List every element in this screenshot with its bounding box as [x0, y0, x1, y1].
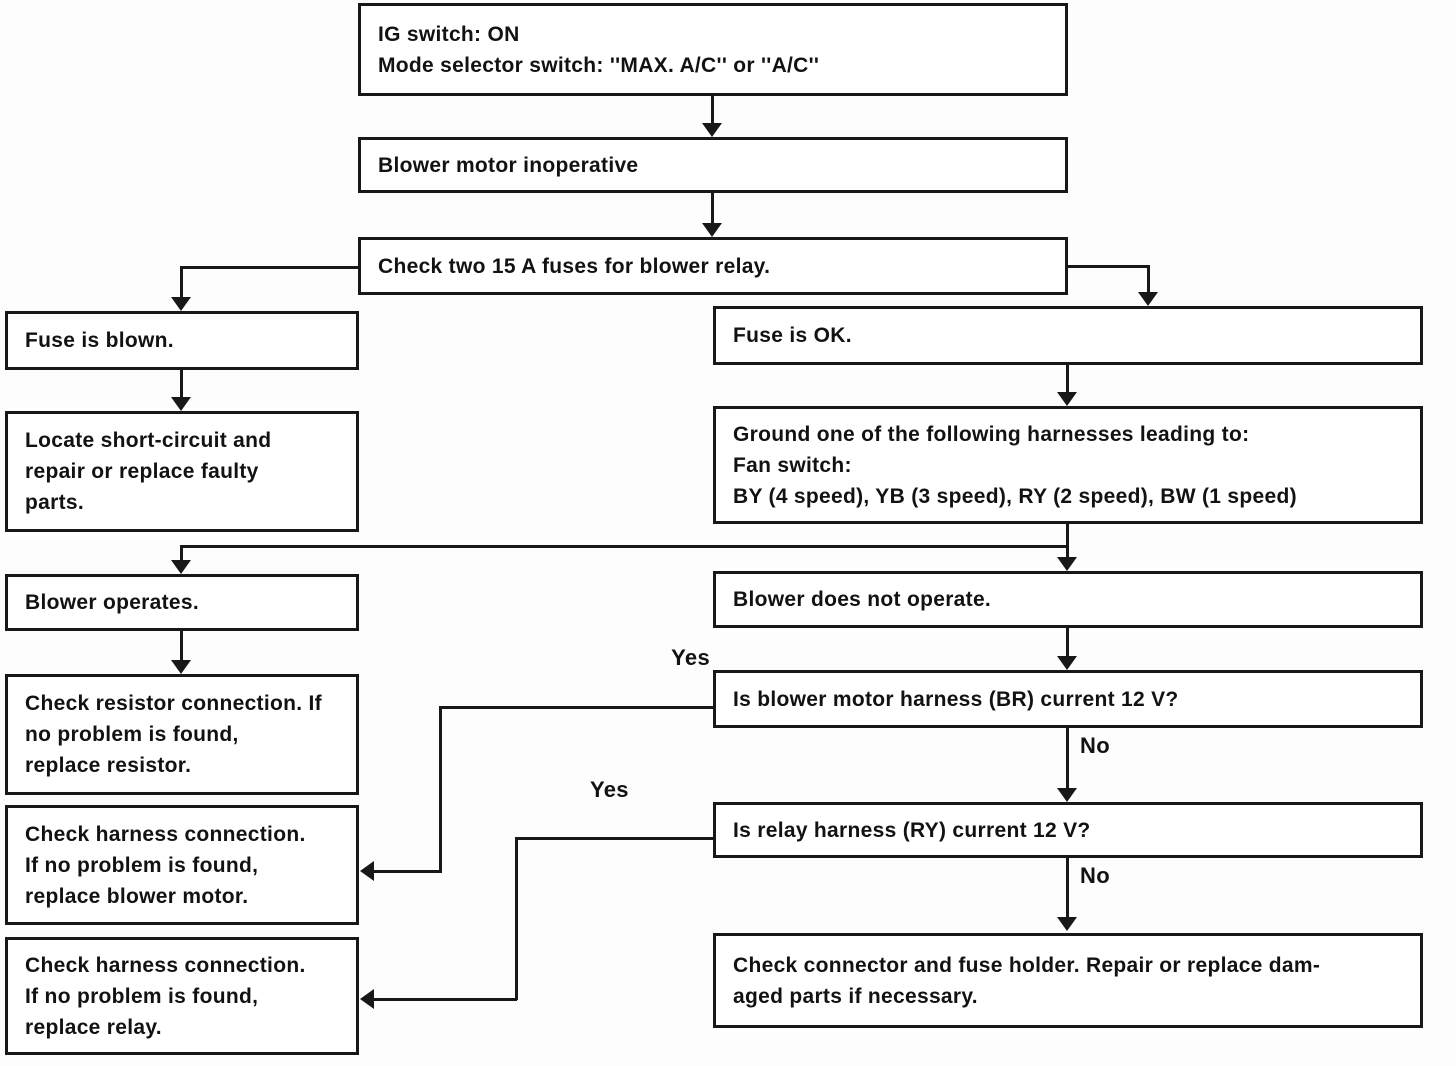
box-replace-blower-motor: Check harness connection. If no problem …	[5, 805, 359, 925]
connector-fuseblown-locateshort	[180, 370, 183, 398]
box-line: Locate short-circuit and	[25, 429, 272, 452]
box-check-connector-fuse-holder: Check connector and fuse holder. Repair …	[713, 933, 1423, 1028]
arrowhead-down-icon	[1057, 656, 1077, 670]
connector-yes-relayharness	[515, 837, 518, 1000]
box-line: Check resistor connection. If	[25, 692, 322, 715]
arrowhead-down-icon	[702, 223, 722, 237]
box-locate-short-circuit: Locate short-circuit and repair or repla…	[5, 411, 359, 532]
box-line: replace resistor.	[25, 754, 192, 777]
connector-yes-blowerharness	[439, 706, 442, 872]
connector-checkfuses-fuseblown	[180, 266, 183, 298]
connector-split-bloweroperates	[180, 545, 183, 562]
arrowhead-down-icon	[702, 123, 722, 137]
box-line: replace relay.	[25, 1015, 162, 1039]
box-fuse-blown: Fuse is blown.	[5, 311, 359, 370]
box-line: Check harness connection.	[25, 953, 306, 977]
connector-groundharness-split	[1066, 524, 1069, 560]
connector-no-relayharness	[1066, 858, 1069, 919]
connector-symptom-checkfuses	[711, 193, 714, 224]
box-line: Check harness connection.	[25, 822, 306, 846]
box-line: If no problem is found,	[25, 853, 259, 877]
box-line: IG switch: ON	[378, 22, 520, 46]
box-line: parts.	[25, 491, 84, 514]
arrowhead-down-icon	[1057, 392, 1077, 406]
label-no-relay-harness: No	[1080, 863, 1110, 888]
box-line: Check two 15 A fuses for blower relay.	[378, 254, 771, 278]
box-line: Fan switch:	[733, 453, 852, 477]
box-line: no problem is found,	[25, 723, 239, 746]
box-line: Is relay harness (RY) current 12 V?	[733, 818, 1091, 842]
arrowhead-down-icon	[171, 397, 191, 411]
arrowhead-down-icon	[1057, 917, 1077, 931]
box-line: Blower does not operate.	[733, 588, 992, 611]
box-line: BY (4 speed), YB (3 speed), RY (2 speed)…	[733, 484, 1297, 508]
connector-yes-relayharness	[374, 998, 517, 1001]
box-check-fuses: Check two 15 A fuses for blower relay.	[358, 237, 1068, 295]
connector-blowernotoperate-question	[1066, 628, 1069, 657]
box-fuse-ok: Fuse is OK.	[713, 306, 1423, 365]
label-no-blower-harness: No	[1080, 733, 1110, 758]
label-yes-blower-harness: Yes	[671, 645, 710, 670]
box-line: Fuse is blown.	[25, 329, 174, 352]
arrowhead-down-icon	[1057, 788, 1077, 802]
box-check-resistor: Check resistor connection. If no problem…	[5, 674, 359, 795]
box-line: Fuse is OK.	[733, 324, 852, 347]
connector-yes-blowerharness	[374, 870, 442, 873]
arrowhead-down-icon	[1057, 557, 1077, 571]
arrowhead-left-icon	[360, 861, 374, 881]
box-ground-harness: Ground one of the following harnesses le…	[713, 406, 1423, 524]
connector-checkfuses-fuseblown	[180, 266, 360, 269]
connector-bloweroperates-checkresistor	[180, 631, 183, 662]
box-line: Ground one of the following harnesses le…	[733, 422, 1250, 446]
arrowhead-left-icon	[360, 989, 374, 1009]
box-line: Mode selector switch: ''MAX. A/C'' or ''…	[378, 53, 820, 77]
box-start-conditions: IG switch: ON Mode selector switch: ''MA…	[358, 3, 1068, 96]
connector-start-symptom	[711, 96, 714, 125]
box-line: Blower motor inoperative	[378, 153, 639, 177]
connector-no-blowerharness	[1066, 728, 1069, 790]
box-line: repair or replace faulty	[25, 460, 259, 483]
box-blower-motor-inoperative: Blower motor inoperative	[358, 137, 1068, 193]
box-line: Check connector and fuse holder. Repair …	[733, 953, 1321, 977]
arrowhead-down-icon	[1138, 292, 1158, 306]
connector-split-horizontal	[181, 545, 1069, 548]
box-question-blower-harness-12v: Is blower motor harness (BR) current 12 …	[713, 670, 1423, 728]
connector-fuseok-groundharness	[1066, 365, 1069, 393]
arrowhead-down-icon	[171, 560, 191, 574]
label-yes-relay-harness: Yes	[590, 777, 629, 802]
box-line: Blower operates.	[25, 591, 200, 614]
box-replace-relay: Check harness connection. If no problem …	[5, 937, 359, 1055]
box-line: replace blower motor.	[25, 884, 249, 908]
box-line: Is blower motor harness (BR) current 12 …	[733, 687, 1179, 711]
box-line: If no problem is found,	[25, 984, 259, 1008]
box-line: aged parts if necessary.	[733, 984, 978, 1008]
connector-yes-blowerharness	[441, 706, 713, 709]
box-blower-does-not-operate: Blower does not operate.	[713, 571, 1423, 628]
connector-checkfuses-fuseok	[1147, 265, 1150, 293]
box-blower-operates: Blower operates.	[5, 574, 359, 631]
box-question-relay-harness-12v: Is relay harness (RY) current 12 V?	[713, 802, 1423, 858]
connector-yes-relayharness	[517, 837, 713, 840]
connector-checkfuses-fuseok	[1066, 265, 1150, 268]
arrowhead-down-icon	[171, 297, 191, 311]
arrowhead-down-icon	[171, 660, 191, 674]
